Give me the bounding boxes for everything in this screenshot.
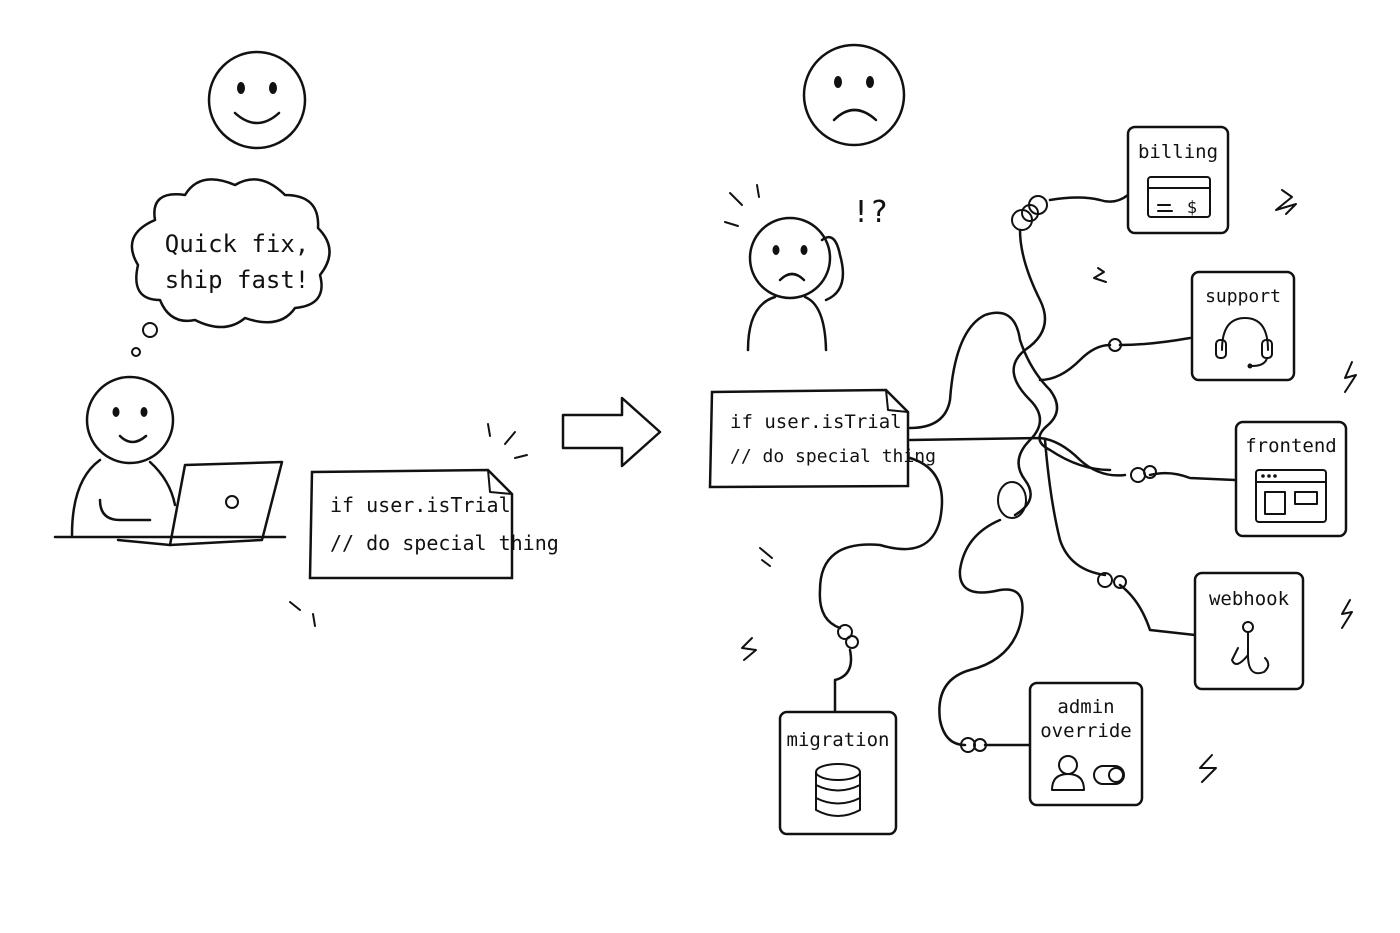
migration-label: migration xyxy=(787,729,890,751)
spark-marks-left xyxy=(289,423,528,627)
webhook-label: webhook xyxy=(1209,588,1290,610)
thought-bubble: Quick fix, ship fast! xyxy=(130,178,331,357)
sad-face-icon xyxy=(802,43,906,147)
happy-face-icon xyxy=(207,50,307,150)
admin-label-line-2: override xyxy=(1040,720,1132,742)
system-admin-override: admin override xyxy=(1028,681,1144,807)
hook-icon xyxy=(1231,621,1270,675)
system-frontend: frontend xyxy=(1234,420,1348,538)
user-toggle-icon xyxy=(1051,755,1125,791)
lightning-marks xyxy=(741,189,1357,783)
right-arrow-icon xyxy=(561,396,662,468)
headset-icon xyxy=(1215,317,1273,369)
code-note-left: if user.isTrial // do special thing xyxy=(308,468,559,580)
browser-window-icon xyxy=(1255,469,1327,523)
thought-line-1: Quick fix, xyxy=(165,230,310,258)
support-label: support xyxy=(1205,286,1281,307)
code-note-right: if user.isTrial // do special thing xyxy=(708,388,936,489)
code-line-1-left: if user.isTrial xyxy=(330,493,511,517)
system-support: support xyxy=(1190,270,1296,382)
admin-label-line-1: admin xyxy=(1057,696,1114,718)
system-billing: billing $ xyxy=(1126,125,1230,235)
code-line-2-left: // do special thing xyxy=(330,531,559,555)
billing-label: billing xyxy=(1138,141,1218,163)
system-webhook: webhook xyxy=(1193,571,1305,691)
developer-at-laptop xyxy=(53,375,287,547)
code-line-2-right: // do special thing xyxy=(730,446,936,467)
confused-mark: !? xyxy=(852,195,888,230)
credit-card-icon: $ xyxy=(1147,176,1211,218)
code-line-1-right: if user.isTrial xyxy=(730,411,902,433)
system-migration: migration xyxy=(778,710,898,836)
database-icon xyxy=(815,763,861,817)
thought-line-2: ship fast! xyxy=(165,266,310,294)
frontend-label: frontend xyxy=(1245,435,1337,457)
svg-text:$: $ xyxy=(1187,198,1197,218)
confused-person: !? xyxy=(724,184,888,352)
tangled-connections xyxy=(818,193,1237,753)
